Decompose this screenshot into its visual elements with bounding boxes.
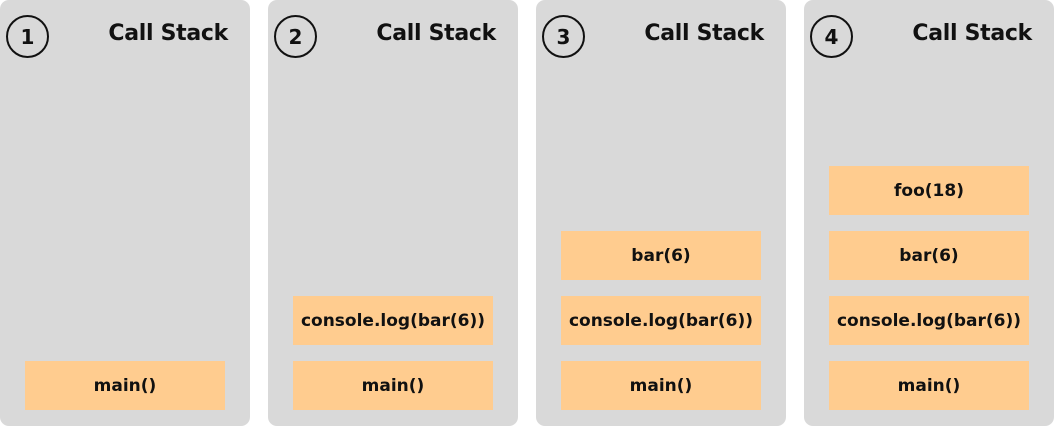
stack-frame: main()	[25, 361, 225, 410]
call-stack-panel-3: 3 Call Stack bar(6) console.log(bar(6)) …	[536, 0, 786, 426]
panel-title: Call Stack	[912, 21, 1032, 46]
stack-frame: console.log(bar(6))	[829, 296, 1029, 345]
call-stack-panel-4: 4 Call Stack foo(18) bar(6) console.log(…	[804, 0, 1054, 426]
stack-frame: console.log(bar(6))	[561, 296, 761, 345]
call-stack-panel-2: 2 Call Stack console.log(bar(6)) main()	[268, 0, 518, 426]
panel-title: Call Stack	[644, 21, 764, 46]
stack-frame: main()	[829, 361, 1029, 410]
stack-frame: main()	[561, 361, 761, 410]
step-number-badge: 2	[274, 15, 317, 58]
panel-title: Call Stack	[376, 21, 496, 46]
stack-frame: bar(6)	[561, 231, 761, 280]
stack-frame: main()	[293, 361, 493, 410]
step-number-badge: 1	[6, 15, 49, 58]
step-number-badge: 4	[810, 15, 853, 58]
stack-frame: bar(6)	[829, 231, 1029, 280]
stack-frame: console.log(bar(6))	[293, 296, 493, 345]
call-stack-panel-1: 1 Call Stack main()	[0, 0, 250, 426]
stack-frame: foo(18)	[829, 166, 1029, 215]
step-number-badge: 3	[542, 15, 585, 58]
panel-title: Call Stack	[108, 21, 228, 46]
